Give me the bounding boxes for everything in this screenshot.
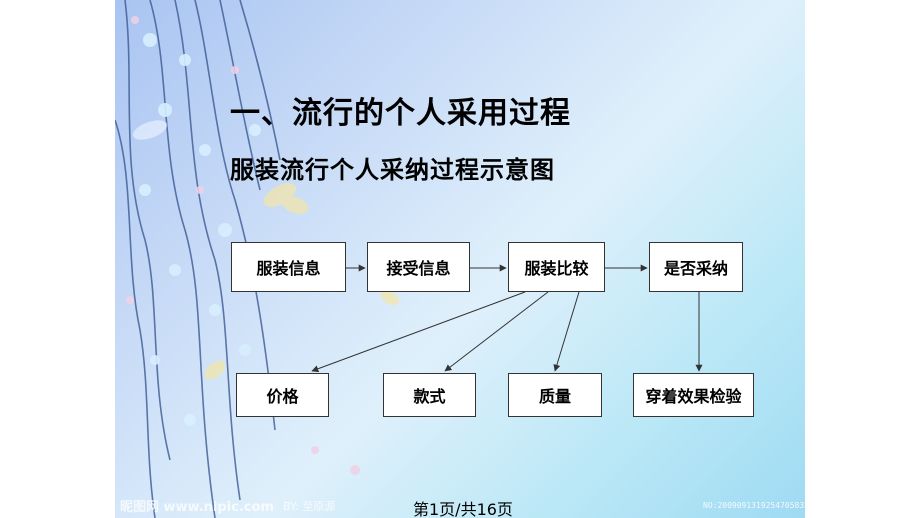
arrow-compare-to-style bbox=[444, 291, 549, 372]
box-style: 款式 bbox=[383, 373, 476, 417]
box-wearing-effect-test: 穿着效果检验 bbox=[633, 373, 754, 417]
diagram-subtitle: 服装流行个人采纳过程示意图 bbox=[230, 156, 555, 184]
slide: 一、流行的个人采用过程 服装流行个人采纳过程示意图 服装信息 接受信息 服装比较… bbox=[115, 0, 805, 518]
arrow-compare-to-quality bbox=[553, 291, 580, 372]
arrow-compare-to-price bbox=[311, 291, 526, 373]
watermark-id: NO:20090913192547058338 bbox=[703, 501, 805, 510]
watermark-author: BY: 至原源 bbox=[283, 500, 336, 513]
diagram-arrows bbox=[311, 264, 703, 373]
slide-title: 一、流行的个人采用过程 bbox=[230, 96, 571, 131]
box-quality: 质量 bbox=[508, 373, 602, 417]
box-receive-info: 接受信息 bbox=[367, 242, 470, 292]
box-clothing-compare: 服装比较 bbox=[508, 242, 605, 292]
watermark-site: 昵图网 www.nipic.com bbox=[120, 500, 274, 515]
box-price: 价格 bbox=[236, 373, 329, 417]
page-indicator: 第1页/共16页 bbox=[413, 500, 513, 518]
box-clothing-info: 服装信息 bbox=[231, 242, 346, 292]
box-whether-adopt: 是否采纳 bbox=[649, 242, 743, 292]
willow-background bbox=[115, 0, 400, 518]
